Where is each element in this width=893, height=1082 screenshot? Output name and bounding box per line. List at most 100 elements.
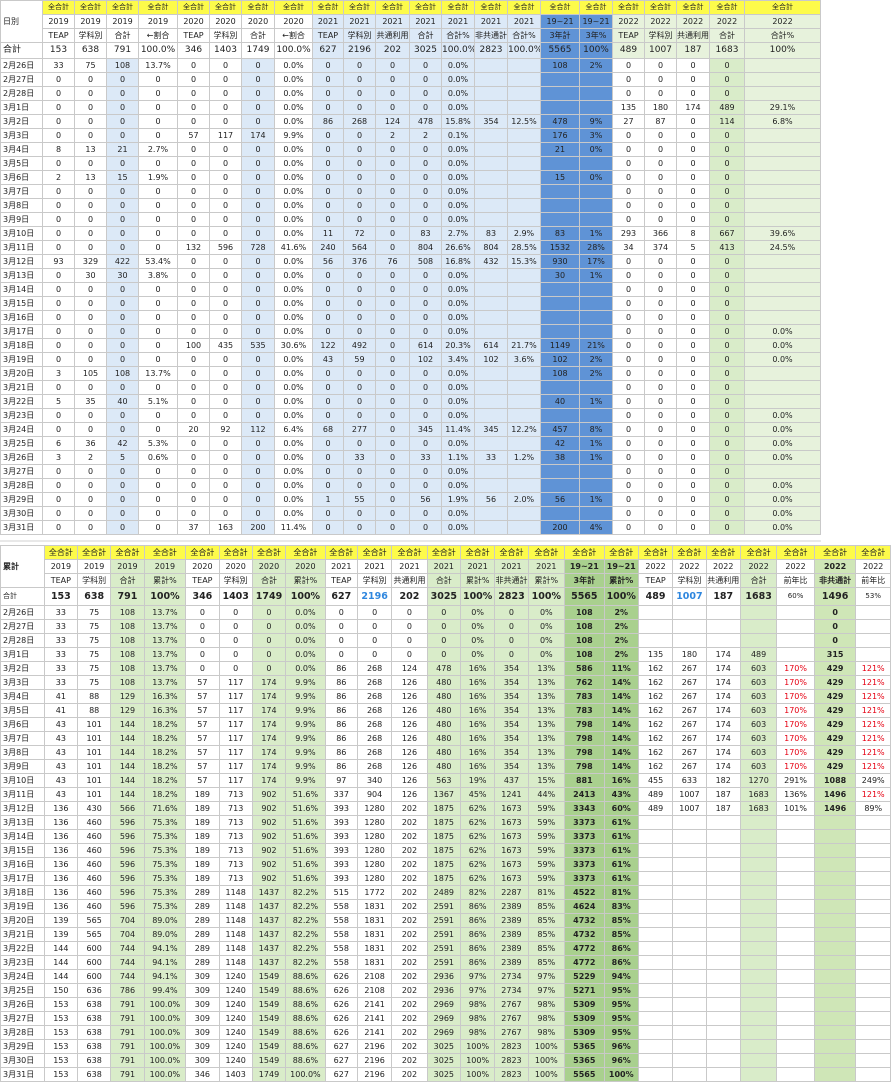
table-cell[interactable]: 614 <box>409 338 442 353</box>
table-cell[interactable] <box>813 815 857 830</box>
row-date[interactable]: 3月10日 <box>0 226 43 241</box>
table-cell[interactable]: 345 <box>474 422 508 437</box>
table-cell[interactable]: 1437 <box>251 955 287 970</box>
table-cell[interactable]: 0 <box>209 58 242 73</box>
table-cell[interactable]: 0 <box>343 268 376 283</box>
table-cell[interactable]: 0 <box>375 142 410 157</box>
table-cell[interactable]: 0 <box>74 296 107 311</box>
table-cell[interactable]: 15 <box>540 170 580 185</box>
table-cell[interactable] <box>507 58 541 73</box>
table-cell[interactable]: 0% <box>527 633 566 648</box>
column-tag[interactable]: 全合計 <box>672 545 707 560</box>
table-cell[interactable]: 0 <box>375 520 410 535</box>
table-cell[interactable]: 59 <box>343 352 376 367</box>
table-cell[interactable]: 713 <box>218 787 253 802</box>
table-cell[interactable]: 744 <box>110 955 145 970</box>
table-cell[interactable]: 1240 <box>218 1025 253 1040</box>
table-cell[interactable] <box>672 871 707 886</box>
table-cell[interactable]: 0 <box>644 436 677 451</box>
table-cell[interactable]: 162 <box>637 703 674 718</box>
table-cell[interactable]: 1148 <box>218 885 253 900</box>
table-cell[interactable]: 88.6% <box>285 1011 326 1026</box>
table-cell[interactable] <box>739 843 778 858</box>
table-cell[interactable]: 791 <box>110 1011 145 1026</box>
table-cell[interactable]: 2389 <box>494 927 529 942</box>
table-cell[interactable]: 13% <box>527 703 566 718</box>
table-cell[interactable]: 600 <box>77 969 112 984</box>
table-cell[interactable]: 0 <box>209 212 242 227</box>
table-cell[interactable]: 0.0% <box>441 282 475 297</box>
table-cell[interactable]: 2767 <box>494 1011 529 1026</box>
table-cell[interactable]: 2196 <box>356 1067 393 1082</box>
column-year[interactable]: 2022 <box>644 14 677 29</box>
table-cell[interactable]: 0.0% <box>274 436 313 451</box>
table-cell[interactable]: 0 <box>612 254 645 269</box>
table-cell[interactable] <box>705 941 741 956</box>
table-cell[interactable] <box>540 212 580 227</box>
table-cell[interactable]: 1% <box>579 450 613 465</box>
table-cell[interactable]: 98% <box>527 1025 566 1040</box>
table-cell[interactable]: 0 <box>312 380 344 395</box>
table-cell[interactable]: 0% <box>579 142 613 157</box>
table-cell[interactable]: 86% <box>459 941 496 956</box>
table-cell[interactable]: 309 <box>185 1039 220 1054</box>
table-cell[interactable]: 309 <box>185 1011 220 1026</box>
table-cell[interactable]: 2413 <box>564 787 605 802</box>
table-cell[interactable]: 26.6% <box>441 240 475 255</box>
table-cell[interactable]: 144 <box>110 731 145 746</box>
table-cell[interactable]: 18.2% <box>143 759 187 774</box>
table-cell[interactable]: 0.0% <box>441 86 475 101</box>
row-date[interactable]: 3月2日 <box>0 114 43 129</box>
table-cell[interactable]: 267 <box>672 675 707 690</box>
total-cell[interactable]: 100% <box>744 42 821 59</box>
table-cell[interactable] <box>705 885 741 900</box>
table-cell[interactable]: 0 <box>241 450 275 465</box>
total-cell[interactable]: 202 <box>375 42 410 59</box>
table-cell[interactable]: 508 <box>409 254 442 269</box>
table-cell[interactable]: 2% <box>579 366 613 381</box>
table-cell[interactable]: 202 <box>391 885 428 900</box>
table-cell[interactable]: 1437 <box>251 885 287 900</box>
table-cell[interactable] <box>776 1011 815 1026</box>
table-cell[interactable]: 5229 <box>564 969 605 984</box>
row-date[interactable]: 2月28日 <box>0 633 45 648</box>
table-cell[interactable]: 268 <box>356 675 393 690</box>
table-cell[interactable]: 0 <box>42 380 75 395</box>
table-cell[interactable] <box>579 184 613 199</box>
table-cell[interactable]: 9.9% <box>285 717 326 732</box>
table-cell[interactable]: 0 <box>709 254 745 269</box>
column-tag[interactable]: 全合計 <box>74 0 107 15</box>
table-cell[interactable]: 18.2% <box>143 731 187 746</box>
table-cell[interactable]: 596 <box>110 871 145 886</box>
table-cell[interactable]: 0 <box>343 184 376 199</box>
table-cell[interactable]: 1% <box>579 226 613 241</box>
column-type[interactable]: 学科別 <box>672 573 707 588</box>
table-cell[interactable]: 12.2% <box>507 422 541 437</box>
table-cell[interactable]: 1749 <box>251 1067 287 1082</box>
table-cell[interactable]: 108 <box>540 58 580 73</box>
table-cell[interactable]: 136 <box>43 899 79 914</box>
table-cell[interactable]: 0.0% <box>441 184 475 199</box>
table-cell[interactable]: 86% <box>603 955 639 970</box>
table-cell[interactable]: 82.2% <box>285 927 326 942</box>
table-cell[interactable]: 0 <box>676 422 710 437</box>
table-cell[interactable]: 0.0% <box>274 492 313 507</box>
total-cell[interactable]: 1683 <box>739 587 778 606</box>
table-cell[interactable]: 86 <box>324 745 358 760</box>
table-cell[interactable]: 268 <box>356 661 393 676</box>
table-cell[interactable]: 117 <box>209 128 242 143</box>
table-cell[interactable]: 0 <box>356 633 393 648</box>
table-cell[interactable]: 0 <box>106 520 139 535</box>
table-cell[interactable]: 9.9% <box>285 703 326 718</box>
table-cell[interactable]: 1831 <box>356 899 393 914</box>
table-cell[interactable]: 0 <box>74 422 107 437</box>
table-cell[interactable] <box>744 254 821 269</box>
total-cell[interactable]: 100% <box>527 587 566 606</box>
table-cell[interactable]: 0.0% <box>274 296 313 311</box>
table-cell[interactable]: 86 <box>324 689 358 704</box>
table-cell[interactable]: 13% <box>527 675 566 690</box>
table-cell[interactable]: 2196 <box>356 1039 393 1054</box>
table-cell[interactable]: 460 <box>77 871 112 886</box>
table-cell[interactable] <box>855 885 891 900</box>
table-cell[interactable] <box>739 871 778 886</box>
